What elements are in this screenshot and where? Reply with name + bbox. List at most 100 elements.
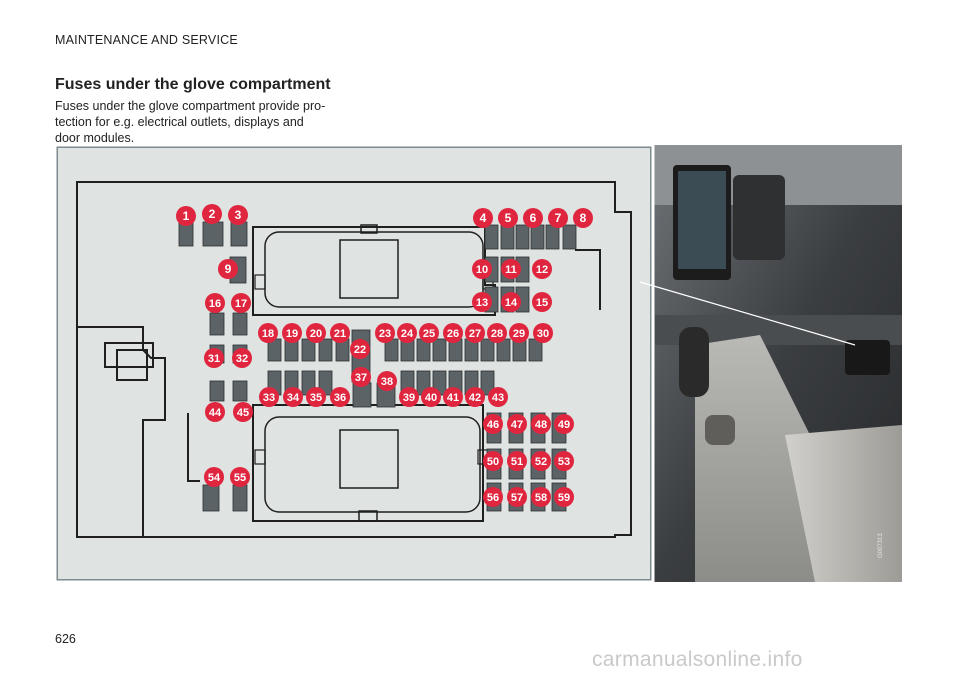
fuse-number: 11 bbox=[505, 264, 517, 276]
fuse-badge-5: 5 bbox=[498, 208, 518, 228]
fuse-badge-58: 58 bbox=[531, 487, 551, 507]
fuse-number: 27 bbox=[469, 328, 481, 340]
fuse-number: 43 bbox=[492, 392, 504, 404]
fuse-badge-circle bbox=[507, 487, 527, 507]
fuse-badge-28: 28 bbox=[487, 323, 507, 343]
fuse-badge-57: 57 bbox=[507, 487, 527, 507]
fuse-number: 45 bbox=[237, 407, 249, 419]
fuse-number: 46 bbox=[487, 419, 499, 431]
car-interior-photo bbox=[653, 145, 902, 582]
fuse-badge-30: 30 bbox=[533, 323, 553, 343]
fuse-badge-7: 7 bbox=[548, 208, 568, 228]
fuse-badge-circle bbox=[532, 259, 552, 279]
fuse-badge-circle bbox=[205, 293, 225, 313]
fuse-slot bbox=[232, 312, 248, 336]
fuse-badge-circle bbox=[509, 323, 529, 343]
fuse-number: 49 bbox=[558, 419, 570, 431]
fuse-badge-circle bbox=[507, 451, 527, 471]
fuse-number: 21 bbox=[334, 328, 346, 340]
fuse-badge-17: 17 bbox=[231, 293, 251, 313]
fuse-badge-circle bbox=[531, 414, 551, 434]
fuse-slot bbox=[232, 484, 248, 512]
watermark: carmanualsonline.info bbox=[592, 648, 803, 671]
fuse-number: 14 bbox=[505, 297, 518, 309]
fuse-badge-circle bbox=[228, 205, 248, 225]
page-title: Fuses under the glove compartment bbox=[55, 76, 331, 93]
fuse-badge-circle bbox=[233, 402, 253, 422]
fuse-badge-56: 56 bbox=[483, 487, 503, 507]
fuse-number: 51 bbox=[511, 456, 523, 468]
fuse-number: 12 bbox=[536, 264, 548, 276]
fuse-badge-circle bbox=[377, 371, 397, 391]
fuse-box-outline bbox=[76, 181, 632, 538]
fuse-number: 32 bbox=[236, 353, 248, 365]
fuse-badge-circle bbox=[465, 387, 485, 407]
fuse-number: 26 bbox=[447, 328, 459, 340]
fuse-slot bbox=[530, 224, 545, 250]
fuse-badge-circle bbox=[573, 208, 593, 228]
fuse-badge-33: 33 bbox=[259, 387, 279, 407]
fuse-number: 35 bbox=[310, 392, 322, 404]
fuse-badge-21: 21 bbox=[330, 323, 350, 343]
fuse-number: 20 bbox=[310, 328, 322, 340]
fuse-number: 5 bbox=[505, 211, 512, 225]
fuse-badge-circle bbox=[554, 451, 574, 471]
fuse-badge-circle bbox=[306, 323, 326, 343]
page-number: 626 bbox=[55, 632, 76, 646]
fuse-badge-20: 20 bbox=[306, 323, 326, 343]
fuse-badge-50: 50 bbox=[483, 451, 503, 471]
fuse-slot bbox=[432, 338, 447, 362]
fuse-number: 15 bbox=[536, 297, 548, 309]
fuse-number: 47 bbox=[511, 419, 523, 431]
fuse-badge-25: 25 bbox=[419, 323, 439, 343]
fuse-number: 38 bbox=[381, 376, 393, 388]
fuse-badge-circle bbox=[218, 259, 238, 279]
fuse-badge-circle bbox=[554, 487, 574, 507]
fuse-badge-circle bbox=[472, 259, 492, 279]
fuse-badge-circle bbox=[488, 387, 508, 407]
fuse-number: 31 bbox=[208, 353, 220, 365]
fuse-number: 22 bbox=[354, 344, 366, 356]
fuse-badge-13: 13 bbox=[472, 292, 492, 312]
fuse-badge-circle bbox=[375, 323, 395, 343]
fuse-badge-circle bbox=[330, 323, 350, 343]
fuse-badge-circle bbox=[176, 206, 196, 226]
fuse-badge-circle bbox=[397, 323, 417, 343]
fuse-slot bbox=[484, 224, 499, 250]
fuse-slot bbox=[230, 221, 248, 247]
fuse-badge-circle bbox=[399, 387, 419, 407]
fuse-number: 37 bbox=[355, 372, 367, 384]
fuse-number: 8 bbox=[580, 211, 587, 225]
fuse-badge-circle bbox=[330, 387, 350, 407]
fuse-badge-circle bbox=[204, 348, 224, 368]
fuse-badge-circle bbox=[483, 487, 503, 507]
fuse-badge-circle bbox=[443, 323, 463, 343]
fuse-number: 42 bbox=[469, 392, 481, 404]
fuse-badge-38: 38 bbox=[377, 371, 397, 391]
fuse-number: 7 bbox=[555, 211, 562, 225]
fuse-badge-26: 26 bbox=[443, 323, 463, 343]
fuse-badge-31: 31 bbox=[204, 348, 224, 368]
fuse-badge-circle bbox=[483, 414, 503, 434]
leader-line bbox=[639, 281, 856, 346]
fuse-badge-23: 23 bbox=[375, 323, 395, 343]
fuse-slot bbox=[515, 224, 530, 250]
fuse-badge-circle bbox=[507, 414, 527, 434]
fuse-badge-42: 42 bbox=[465, 387, 485, 407]
fuse-badge-circle bbox=[351, 367, 371, 387]
fuse-badge-34: 34 bbox=[283, 387, 303, 407]
fuse-badge-22: 22 bbox=[350, 339, 370, 359]
fuse-badge-circle bbox=[419, 323, 439, 343]
fuse-badge-47: 47 bbox=[507, 414, 527, 434]
fuse-number: 29 bbox=[513, 328, 525, 340]
fuse-number: 36 bbox=[334, 392, 346, 404]
fuse-slot bbox=[480, 338, 495, 362]
fuse-badge-circle bbox=[230, 467, 250, 487]
fuse-number: 3 bbox=[235, 208, 242, 222]
fuse-badge-39: 39 bbox=[399, 387, 419, 407]
fuse-slot bbox=[480, 370, 495, 396]
fuse-number: 52 bbox=[535, 456, 547, 468]
fuse-badge-4: 4 bbox=[473, 208, 493, 228]
fuse-badge-11: 11 bbox=[501, 259, 521, 279]
